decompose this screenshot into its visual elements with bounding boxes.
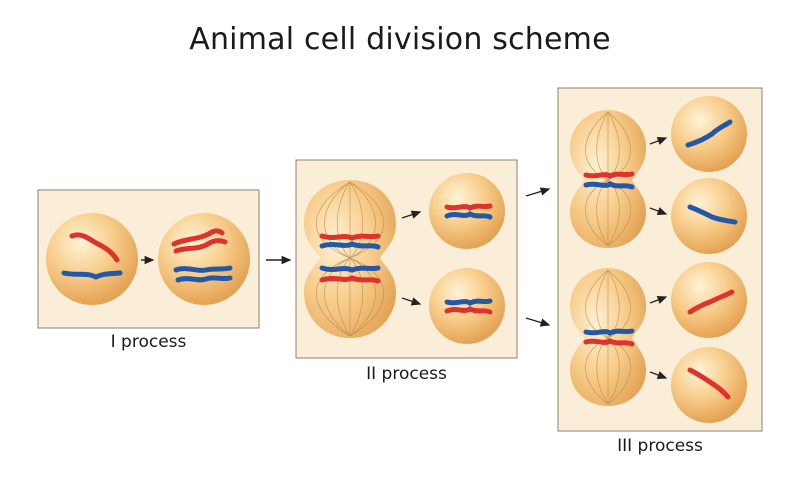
arrow — [525, 317, 551, 327]
chromosome-red — [319, 233, 381, 241]
chromosome-blue — [61, 270, 123, 280]
chromosome-blue — [583, 328, 635, 336]
chromosome-red — [444, 306, 493, 315]
diagram-title: Animal cell division scheme — [189, 22, 611, 57]
chromosome-red — [583, 171, 635, 179]
chromosome-red — [444, 203, 493, 211]
stage-label-2: II process — [366, 364, 447, 384]
chromosome-blue — [444, 298, 493, 306]
arrow — [649, 137, 668, 145]
chromosome-red — [171, 228, 225, 247]
chromosome-blue — [685, 119, 733, 148]
daughter-cell-stage2-top — [429, 173, 505, 249]
chromosome-red — [319, 275, 381, 284]
chromosome-red — [69, 232, 120, 263]
dividing-cell-stage3-bottom — [570, 268, 646, 406]
chromosome-blue — [444, 211, 493, 220]
stage-label-3: III process — [617, 436, 703, 456]
arrow — [649, 296, 668, 304]
chromosome-red — [687, 289, 735, 315]
final-cell-1 — [671, 96, 747, 172]
final-cell-2 — [671, 178, 747, 254]
arrow — [401, 297, 422, 306]
final-cell-4 — [671, 347, 747, 423]
final-cell-3 — [671, 262, 747, 338]
dividing-cell-stage2 — [304, 180, 396, 338]
cell-stage1-a — [46, 213, 138, 305]
chromosome-blue — [583, 181, 635, 190]
chromosome-blue — [319, 265, 381, 273]
chromosome-blue — [319, 241, 381, 250]
chromosome-red — [173, 238, 228, 254]
chromosome-red — [583, 338, 635, 347]
stage-label-1: I process — [110, 332, 187, 352]
arrow — [649, 207, 668, 215]
chromosome-blue — [173, 265, 233, 273]
cell-stage1-b — [158, 213, 250, 305]
arrow — [649, 371, 668, 379]
chromosome-blue — [175, 275, 233, 283]
arrow — [401, 210, 422, 219]
chromosome-red — [687, 367, 731, 400]
arrow — [525, 187, 551, 197]
dividing-cell-stage3-top — [570, 110, 646, 248]
chromosome-blue — [687, 204, 738, 225]
daughter-cell-stage2-bottom — [429, 268, 505, 344]
